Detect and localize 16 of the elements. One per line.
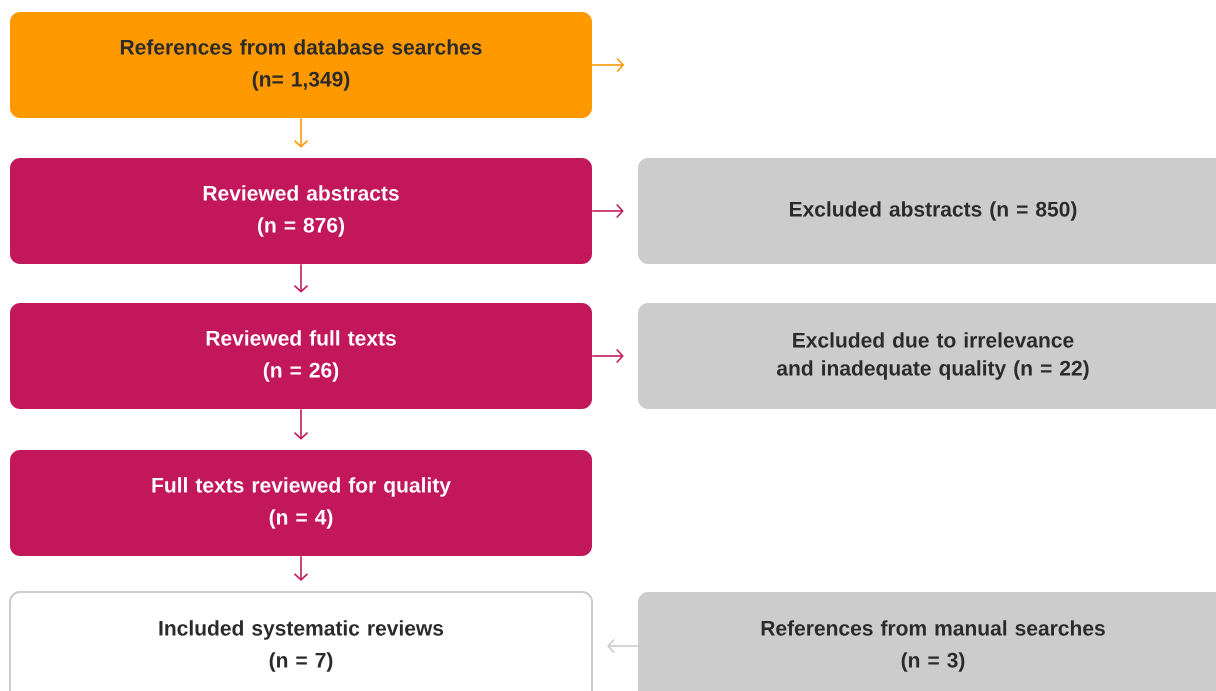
arrow: [293, 408, 309, 440]
process-box: Reviewed full texts (n = 26): [10, 303, 592, 409]
exclusion-box: Excluded due to irrelevance and inadequate quality (n = 22): [638, 303, 1216, 409]
result-box: Included systematic reviews (n = 7): [9, 591, 593, 691]
source-box: References from manual searches (n = 3): [638, 592, 1216, 691]
process-box: Reviewed abstracts (n = 876): [10, 158, 592, 264]
arrow: [293, 263, 309, 293]
arrow: [591, 348, 624, 364]
arrow: [293, 117, 309, 148]
process-box: Full texts reviewed for quality (n = 4): [10, 450, 592, 556]
source-box: References from database searches (n= 1,349): [10, 12, 592, 118]
exclusion-box: Excluded abstracts (n = 850): [638, 158, 1216, 264]
arrow: [591, 203, 624, 219]
arrow: [293, 555, 309, 581]
arrow: [607, 638, 639, 654]
arrow: [591, 57, 625, 73]
